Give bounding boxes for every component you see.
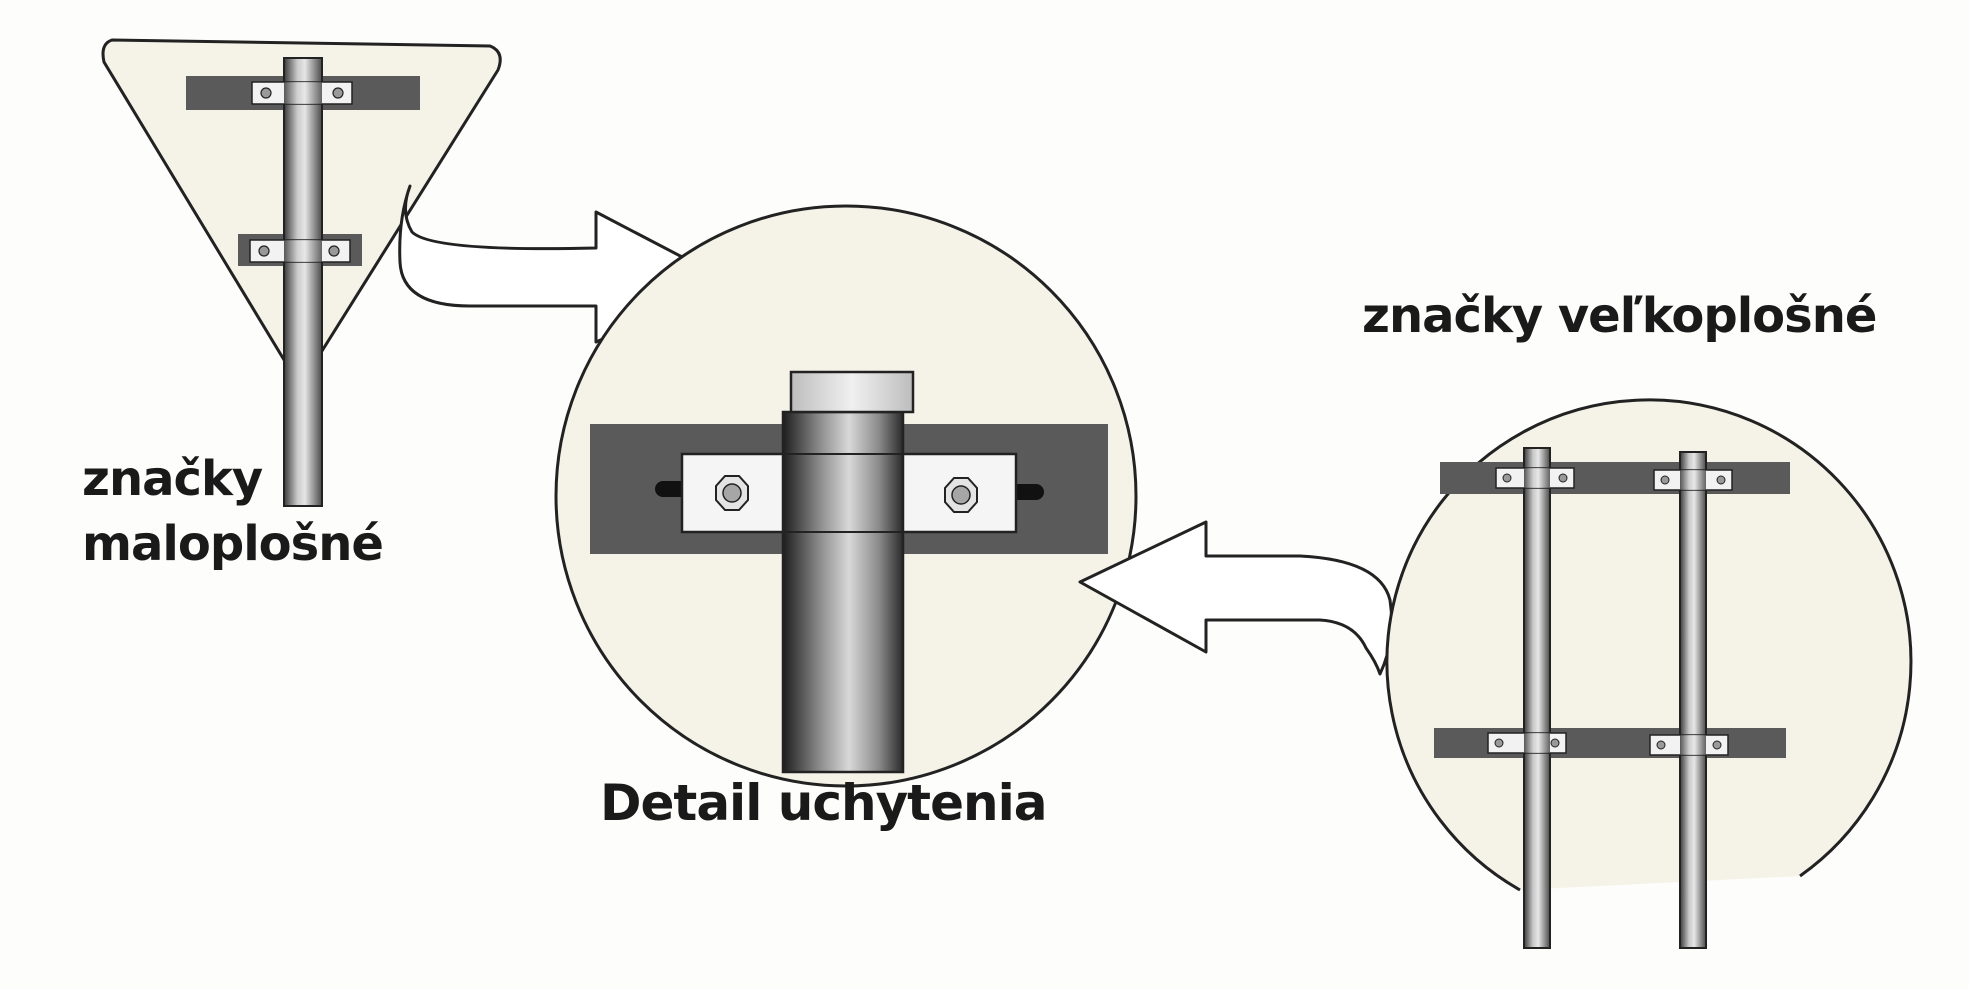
bolt [260,87,272,99]
bolt [951,485,971,505]
bolt [1494,738,1504,748]
large-signs-circle [1385,398,1913,892]
bracket-bottom [1434,728,1786,758]
bolt [1558,473,1568,483]
bolt [1712,740,1722,750]
large-signs-label: značky veľkoplošné [1362,288,1877,344]
bolt [1716,475,1726,485]
bolt [258,245,270,257]
bolt [328,245,340,257]
bolt [1550,738,1560,748]
slot [655,481,689,497]
bolt [1660,475,1670,485]
bolt [1656,740,1666,750]
small-sign [101,38,502,507]
pole [283,57,323,507]
slot [1010,484,1044,500]
detail-label: Detail uchytenia [600,774,1047,832]
bolt [1502,473,1512,483]
small-signs-label-line2: maloplošné [82,516,384,572]
large-signs [1385,398,1913,949]
bolt [332,87,344,99]
detail-pole [781,410,905,774]
bracket-top [1440,462,1790,494]
detail-view [554,204,1138,788]
pole-left [1523,447,1551,949]
small-signs-label-line1: značky [82,451,263,507]
bolt [722,483,742,503]
detail-pole-cap [789,370,915,414]
pole-right [1679,451,1707,949]
